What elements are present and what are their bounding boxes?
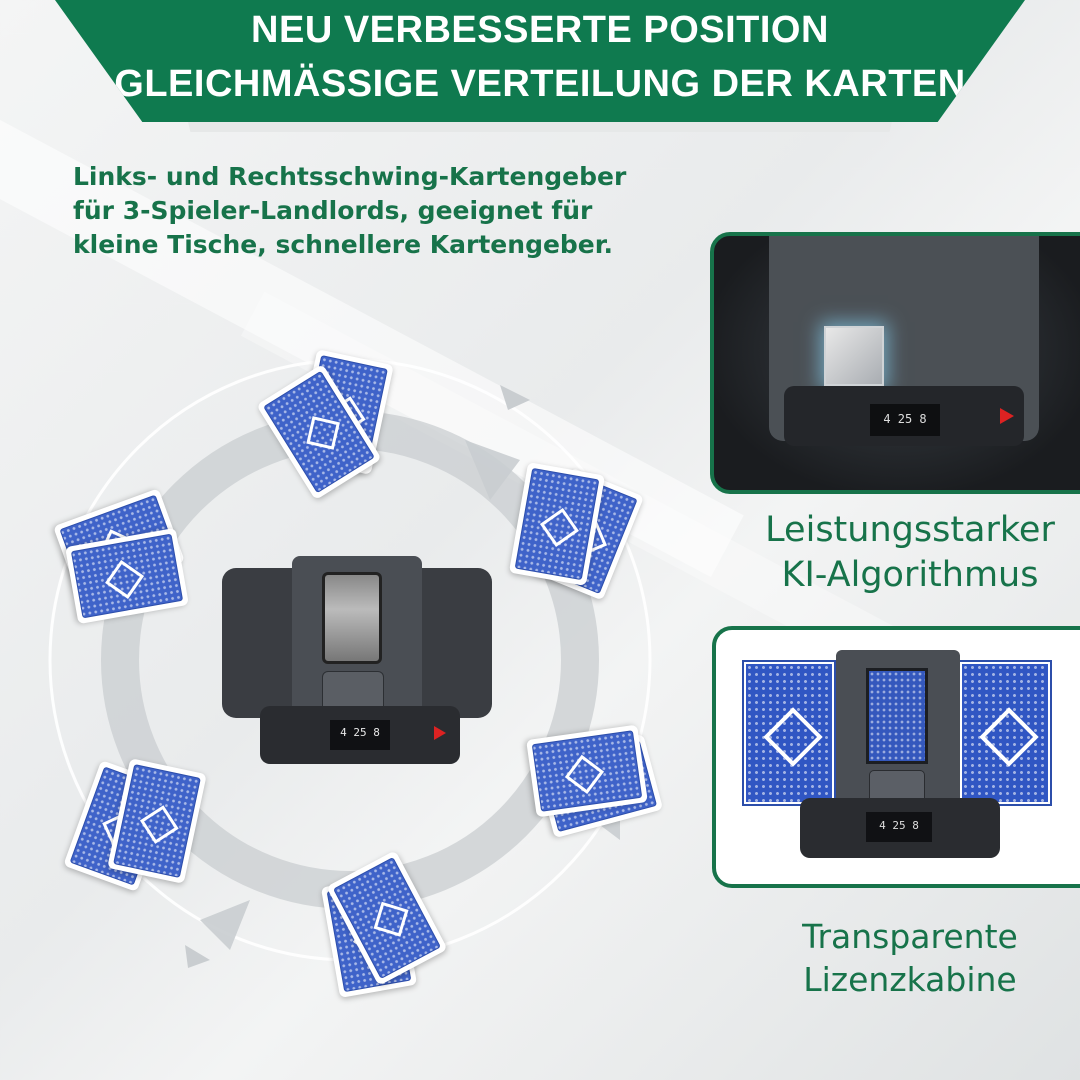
feature-ai-line-2: KI-Algorithmus — [781, 554, 1039, 595]
dealer-base: 4 25 8 — [260, 706, 460, 764]
play-icon — [434, 726, 446, 740]
feature-cabin-label: Transparente Lizenzkabine — [760, 916, 1060, 1002]
dealer-display: 4 25 8 — [330, 720, 390, 750]
feature-ai-label: Leistungsstarker KI-Algorithmus — [740, 508, 1080, 598]
header-banner: NEU VERBESSERTE POSITION GLEICHMÄSSIGE V… — [55, 0, 1025, 122]
header-line-2: GLEICHMÄSSIGE VERTEILUNG DER KARTEN — [114, 63, 966, 105]
feature-cabin-line-2: Lizenzkabine — [803, 959, 1017, 999]
feature-cabin-line-1: Transparente — [802, 917, 1018, 956]
dealer-body — [292, 556, 422, 731]
card-chamber-window — [322, 572, 382, 664]
dealer-display: 4 25 8 — [870, 404, 940, 436]
feature-ai-line-1: Leistungsstarker — [765, 510, 1055, 550]
playing-card-large — [742, 660, 836, 806]
play-icon — [1000, 408, 1014, 424]
transparent-cabin-panel: 4 25 8 — [712, 626, 1080, 888]
playing-card-large — [958, 660, 1052, 806]
ai-algorithm-panel: 4 25 8 — [710, 232, 1080, 494]
dealer-display: 4 25 8 — [866, 812, 932, 842]
playing-card — [526, 724, 648, 818]
transparent-cabin-window — [866, 668, 928, 764]
card-dealer-device: 4 25 8 — [222, 556, 492, 768]
rotation-arrow-icon — [185, 945, 210, 968]
header-line-1: NEU VERBESSERTE POSITION — [251, 9, 829, 52]
dealer-base: 4 25 8 — [800, 798, 1000, 858]
dealer-base: 4 25 8 — [784, 386, 1024, 446]
chip-icon — [824, 326, 884, 386]
description-text: Links- und Rechtsschwing-Kartengeber für… — [73, 162, 627, 259]
rotation-arrow-icon — [500, 385, 530, 410]
